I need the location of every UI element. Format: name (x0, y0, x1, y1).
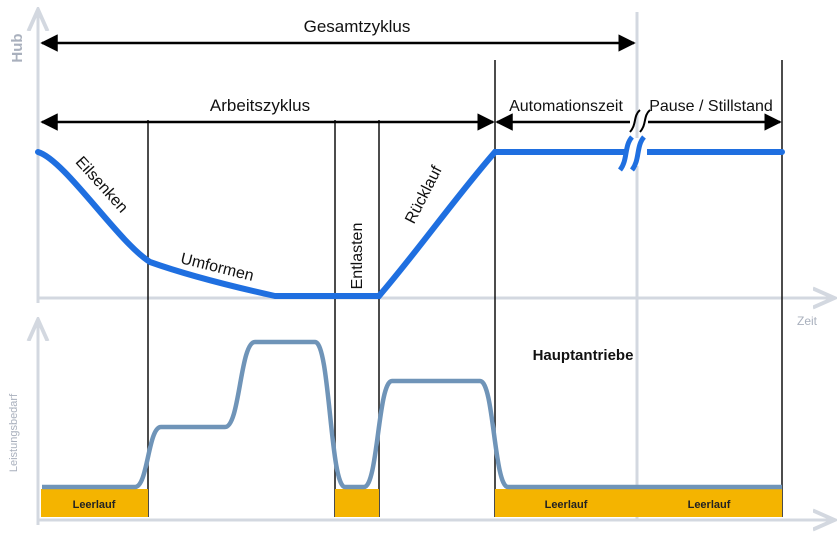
total-cycle-label: Gesamtzyklus (304, 17, 411, 36)
pause-label: Pause / Stillstand (649, 98, 773, 115)
idle-label-pause: Leerlauf (688, 499, 731, 511)
entlasten-label: Entlasten (349, 223, 366, 290)
idle-block-automation (495, 489, 637, 517)
power-caption: Hauptantriebe (533, 347, 634, 364)
idle-block-pause (637, 489, 782, 517)
idle-label-start: Leerlauf (73, 499, 116, 511)
idle-block-start (41, 489, 148, 517)
axis-break-arrow (629, 109, 651, 133)
stroke-axis-label: Hub (9, 33, 26, 62)
idle-block-relief (335, 489, 379, 517)
time-axis-label: Zeit (797, 314, 818, 328)
power-axis-label: Leistungsbedarf (8, 393, 20, 472)
curve-break-mark (617, 135, 647, 172)
work-cycle-label: Arbeitszyklus (210, 96, 310, 115)
idle-label-automation: Leerlauf (545, 499, 588, 511)
power-curve (42, 339, 782, 490)
stroke-curve (35, 149, 785, 299)
automation-time-label: Automationszeit (509, 98, 623, 115)
